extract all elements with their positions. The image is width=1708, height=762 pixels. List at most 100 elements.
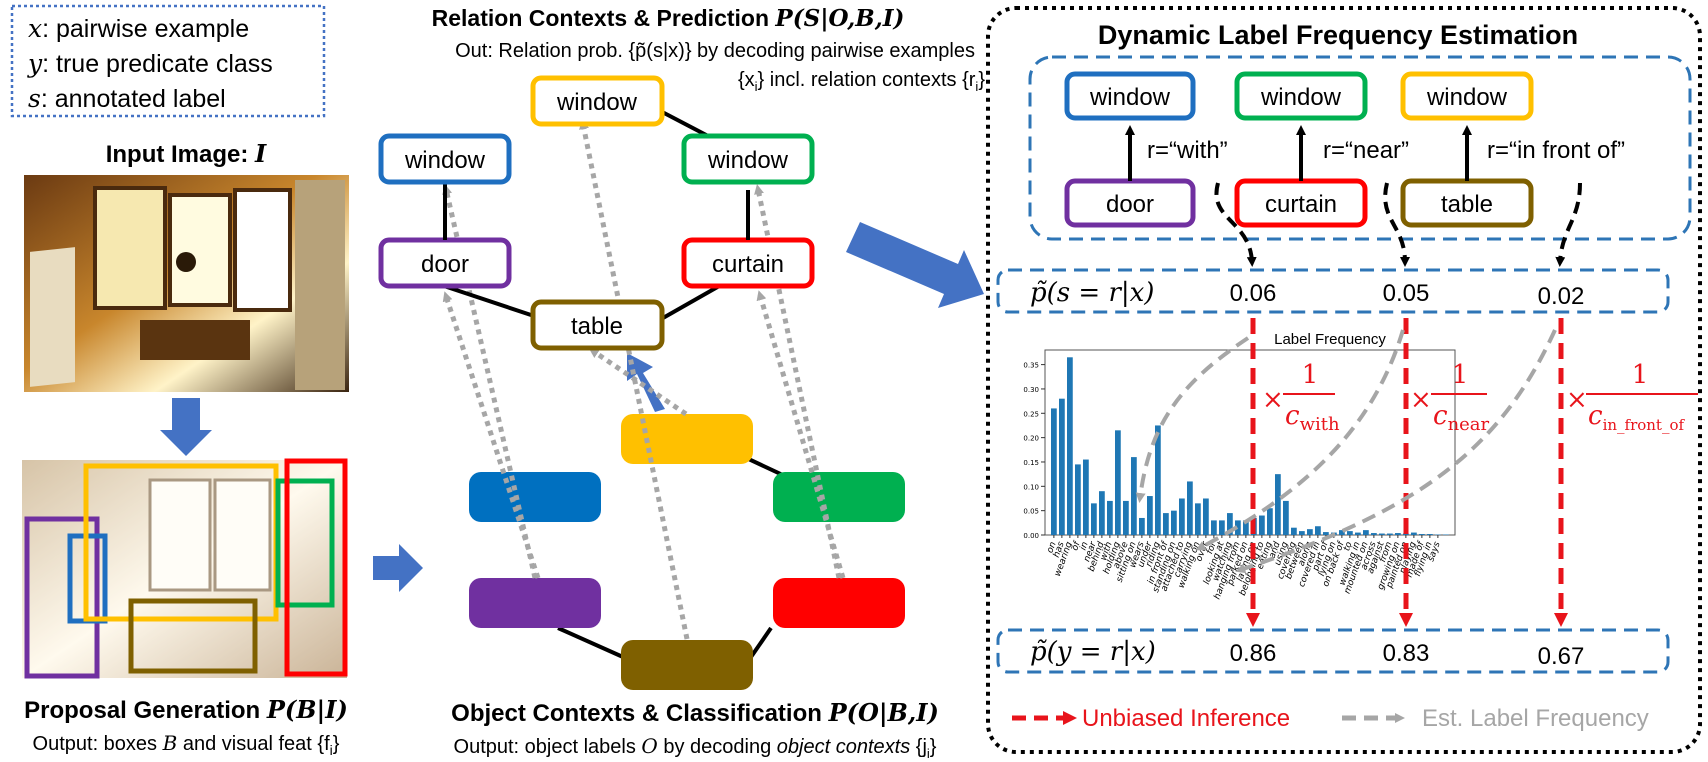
bar [1187, 481, 1193, 535]
bar [1339, 530, 1345, 535]
bar [1403, 533, 1409, 535]
y-tick-label: 0.35 [1023, 362, 1039, 370]
bar [1291, 527, 1297, 535]
pair1-top-label: window [1089, 84, 1171, 111]
chart-frame [1044, 349, 1456, 536]
input-image-title: Input Image: I [106, 139, 267, 168]
bar [1235, 520, 1241, 535]
proposal-box-purple [24, 516, 100, 679]
svg-text:cin_front_of: cin_front_of [1588, 401, 1685, 434]
svg-text:1: 1 [1302, 360, 1319, 390]
bar [1067, 357, 1073, 535]
object-node-red [773, 578, 905, 628]
multiplier-near: × 1 cnear [1410, 360, 1490, 435]
x-tick-label: in [1078, 540, 1090, 551]
node-window-blue [378, 133, 512, 185]
bar [1155, 425, 1161, 535]
bar [1051, 408, 1057, 535]
proposal-subtitle: Output: boxes B and visual feat {fi} [33, 731, 340, 758]
ps-value-infront: 0.02 [1538, 283, 1585, 310]
node-window-green-label: window [707, 147, 789, 174]
bar [1083, 459, 1089, 535]
proposal-box-green [275, 478, 335, 608]
svg-text:x: pairwise example: x: pairwise example [28, 14, 249, 43]
bar [1259, 515, 1265, 535]
bar [1211, 520, 1217, 535]
svg-text:s: annotated label: s: annotated label [28, 84, 226, 113]
node-window-blue-label: window [404, 147, 486, 174]
svg-text:1: 1 [1452, 360, 1469, 390]
bar [1355, 532, 1361, 535]
multiplier-with: × 1 cwith [1262, 360, 1340, 435]
bar [1059, 398, 1065, 535]
proposal-image [22, 458, 348, 679]
bar [1099, 491, 1105, 535]
ps-value-near: 0.05 [1383, 280, 1430, 307]
svg-text:×: × [1566, 385, 1588, 415]
pair2-top-label: window [1260, 84, 1342, 111]
chart-title: Label Frequency [1274, 331, 1386, 348]
bar [1411, 532, 1417, 535]
pair1-bottom-label: door [1106, 191, 1154, 218]
pair2-relation: r=“near” [1323, 137, 1409, 164]
node-table-label: table [571, 313, 623, 340]
y-tick-label: 0.25 [1023, 410, 1039, 418]
bar [1227, 513, 1233, 535]
dlfe-panel: Dynamic Label Frequency Estimation windo… [986, 6, 1702, 754]
y-tick-label: 0.10 [1023, 483, 1039, 491]
bar [1275, 474, 1281, 535]
svg-text:1: 1 [1632, 360, 1649, 390]
bar [1379, 533, 1385, 535]
proposal-box-olive [128, 598, 258, 674]
dlfe-legend: Unbiased Inference Est. Label Frequency [1012, 705, 1649, 732]
bar [1219, 520, 1225, 535]
bar [1427, 534, 1433, 535]
svg-text:cnear: cnear [1433, 401, 1490, 435]
node-window-yellow [530, 75, 665, 127]
bar [1315, 526, 1321, 535]
bar [1179, 498, 1185, 535]
y-tick-label: 0.15 [1023, 459, 1039, 467]
bar [1115, 430, 1121, 535]
legend-est-label: Est. Label Frequency [1422, 705, 1649, 732]
bar [1371, 533, 1377, 535]
pair3-top-label: window [1426, 84, 1508, 111]
y-tick-label: 0.30 [1023, 386, 1039, 394]
input-image [24, 175, 349, 392]
bar [1131, 457, 1137, 535]
bar [1323, 532, 1329, 535]
node-window-yellow-label: window [556, 89, 638, 116]
ps-value-with: 0.06 [1230, 280, 1277, 307]
up-arrow-to-table [627, 353, 665, 412]
bar [1387, 533, 1393, 535]
dlfe-pairs-box [1028, 55, 1692, 241]
ps-label: p̃(s = r|x) [1030, 278, 1154, 308]
bar [1395, 533, 1401, 535]
svg-text:y: true predicate class: y: true predicate class [27, 49, 273, 78]
pair3-bottom-label: table [1441, 191, 1493, 218]
py-value-infront: 0.67 [1538, 643, 1585, 670]
y-tick-label: 0.00 [1023, 532, 1039, 540]
bar [1195, 503, 1201, 535]
py-value-with: 0.86 [1230, 640, 1277, 667]
bar [1147, 496, 1153, 535]
bar [1163, 513, 1169, 535]
relation-contexts-line1: Out: Relation prob. {p̃(s|x)} by decodin… [455, 40, 975, 62]
bar [1347, 531, 1353, 535]
bar [1203, 498, 1209, 535]
object-context-graph [469, 414, 905, 690]
relation-graph: window window window door curtain table [378, 75, 815, 351]
svg-text:×: × [1410, 385, 1432, 415]
symbol-legend: x: pairwise example y: true predicate cl… [10, 4, 326, 118]
bar [1243, 520, 1249, 535]
node-window-green [681, 133, 815, 185]
object-contexts-title: Object Contexts & Classification P(O|B,I… [451, 698, 939, 727]
object-contexts-subtitle: Output: object labels O by decoding obje… [454, 734, 937, 761]
dlfe-title: Dynamic Label Frequency Estimation [1098, 20, 1578, 50]
multiplier-infront: × 1 cin_front_of [1566, 360, 1698, 434]
object-node-yellow [621, 414, 753, 464]
bar [1283, 500, 1289, 535]
py-value-near: 0.83 [1383, 640, 1430, 667]
bar [1171, 510, 1177, 535]
